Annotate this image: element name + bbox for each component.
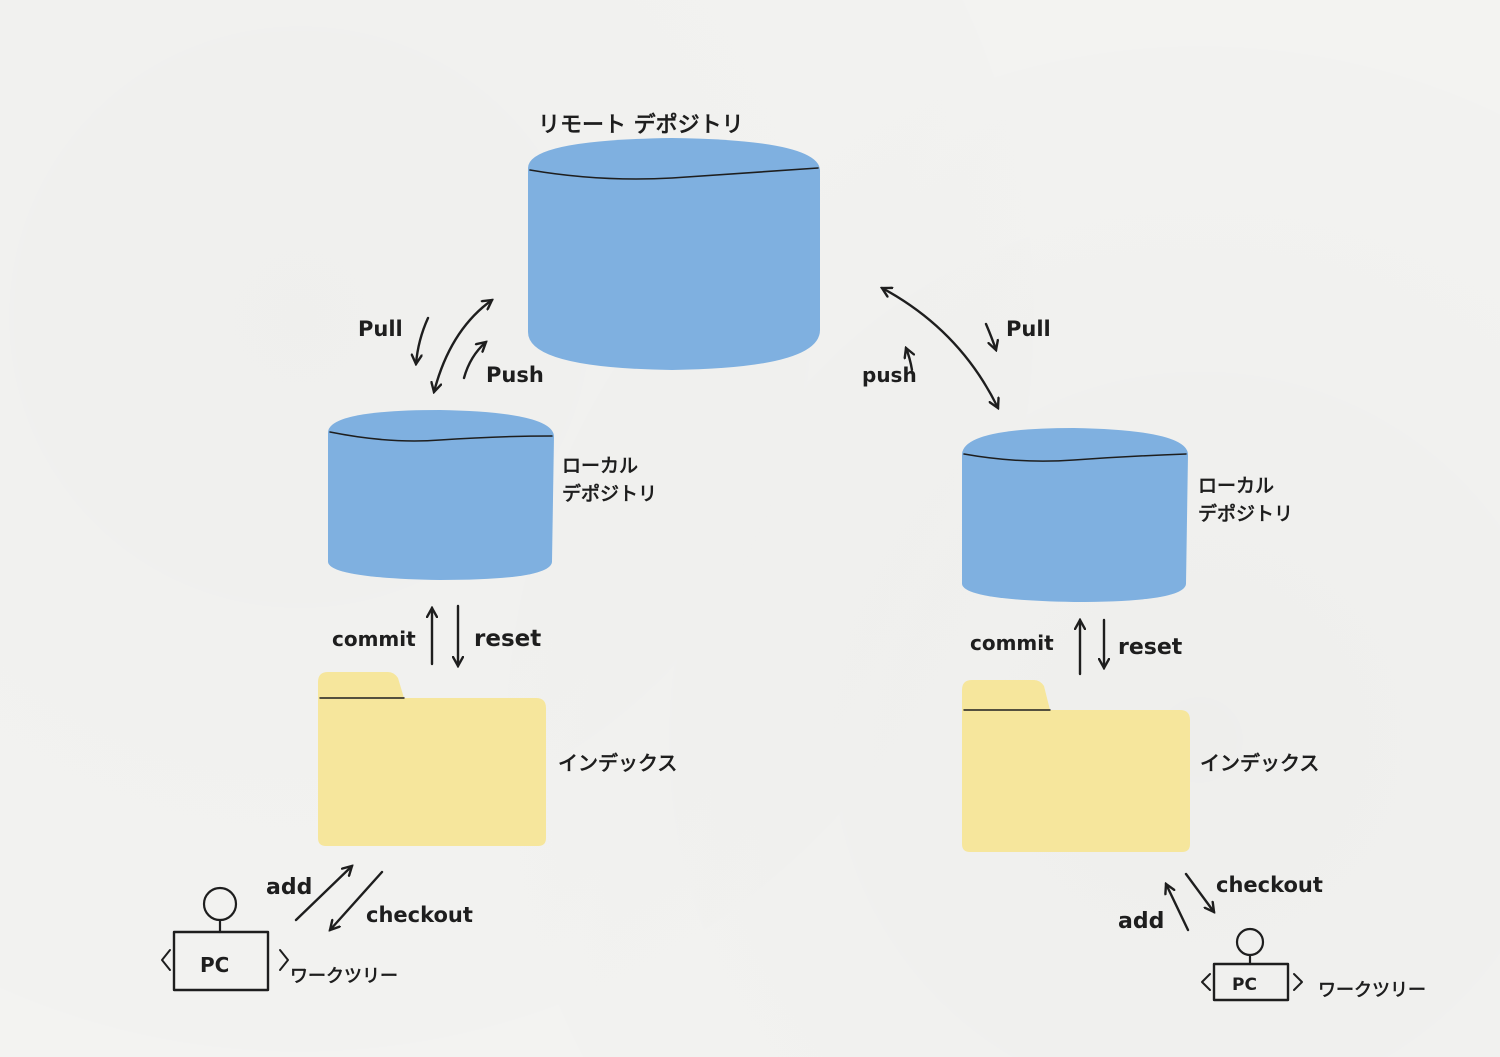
left-pull-label: Pull	[358, 317, 403, 341]
left-add-arrow	[294, 866, 352, 922]
right-index-label: インデックス	[1200, 751, 1319, 775]
left-checkout-arrow	[330, 870, 384, 930]
right-local-repository	[962, 428, 1188, 602]
left-push-label: Push	[486, 363, 544, 387]
right-push-label: push	[862, 363, 917, 387]
left-checkout-label: checkout	[366, 903, 473, 927]
right-local-label-line1: ローカル	[1198, 475, 1274, 497]
left-pc-label: PC	[200, 953, 229, 977]
left-add-label: add	[266, 875, 312, 900]
right-checkout-arrow	[1184, 872, 1214, 912]
right-push-arrow	[906, 348, 912, 372]
right-pull-label: Pull	[1006, 317, 1051, 341]
right-add-label: add	[1118, 909, 1164, 934]
left-index-folder	[318, 672, 546, 846]
right-worktree-label: ワークツリー	[1318, 980, 1426, 1001]
left-local-label-line1: ローカル	[562, 455, 638, 477]
right-commit-label: commit	[970, 631, 1054, 655]
right-reset-label: reset	[1118, 635, 1183, 660]
right-local-repository-cylinder	[962, 428, 1188, 602]
left-index-folder-shape	[318, 672, 546, 846]
left-pull-arrow	[416, 316, 430, 364]
left-reset-label: reset	[474, 626, 541, 652]
left-index-label: インデックス	[558, 751, 677, 775]
remote-repository	[528, 138, 820, 370]
left-local-repository	[328, 410, 554, 580]
right-local-label-line2: デポジトリ	[1198, 502, 1293, 525]
right-checkout-label: checkout	[1216, 873, 1323, 897]
left-push-arrow	[462, 342, 486, 380]
right-pc-user-icon	[1235, 927, 1265, 966]
right-index-folder-shape	[962, 680, 1190, 852]
right-push-pull-arc	[882, 288, 998, 408]
right-pc-label: PC	[1232, 975, 1257, 995]
remote-repository-cylinder	[528, 138, 820, 370]
left-pc-monitor-icon	[161, 930, 289, 992]
left-pc-user-icon	[202, 886, 238, 934]
left-worktree-label: ワークツリー	[290, 966, 398, 987]
left-local-label-line2: デポジトリ	[562, 482, 657, 505]
left-commit-label: commit	[332, 627, 416, 651]
right-add-arrow	[1166, 884, 1190, 932]
right-index-folder	[962, 680, 1190, 852]
right-pull-arrow	[984, 322, 996, 350]
right-pc-monitor-icon	[1201, 962, 1303, 1002]
left-local-repository-cylinder	[328, 410, 554, 580]
remote-repository-label: リモート デポジトリ	[538, 112, 744, 138]
left-push-pull-arc	[434, 300, 492, 392]
